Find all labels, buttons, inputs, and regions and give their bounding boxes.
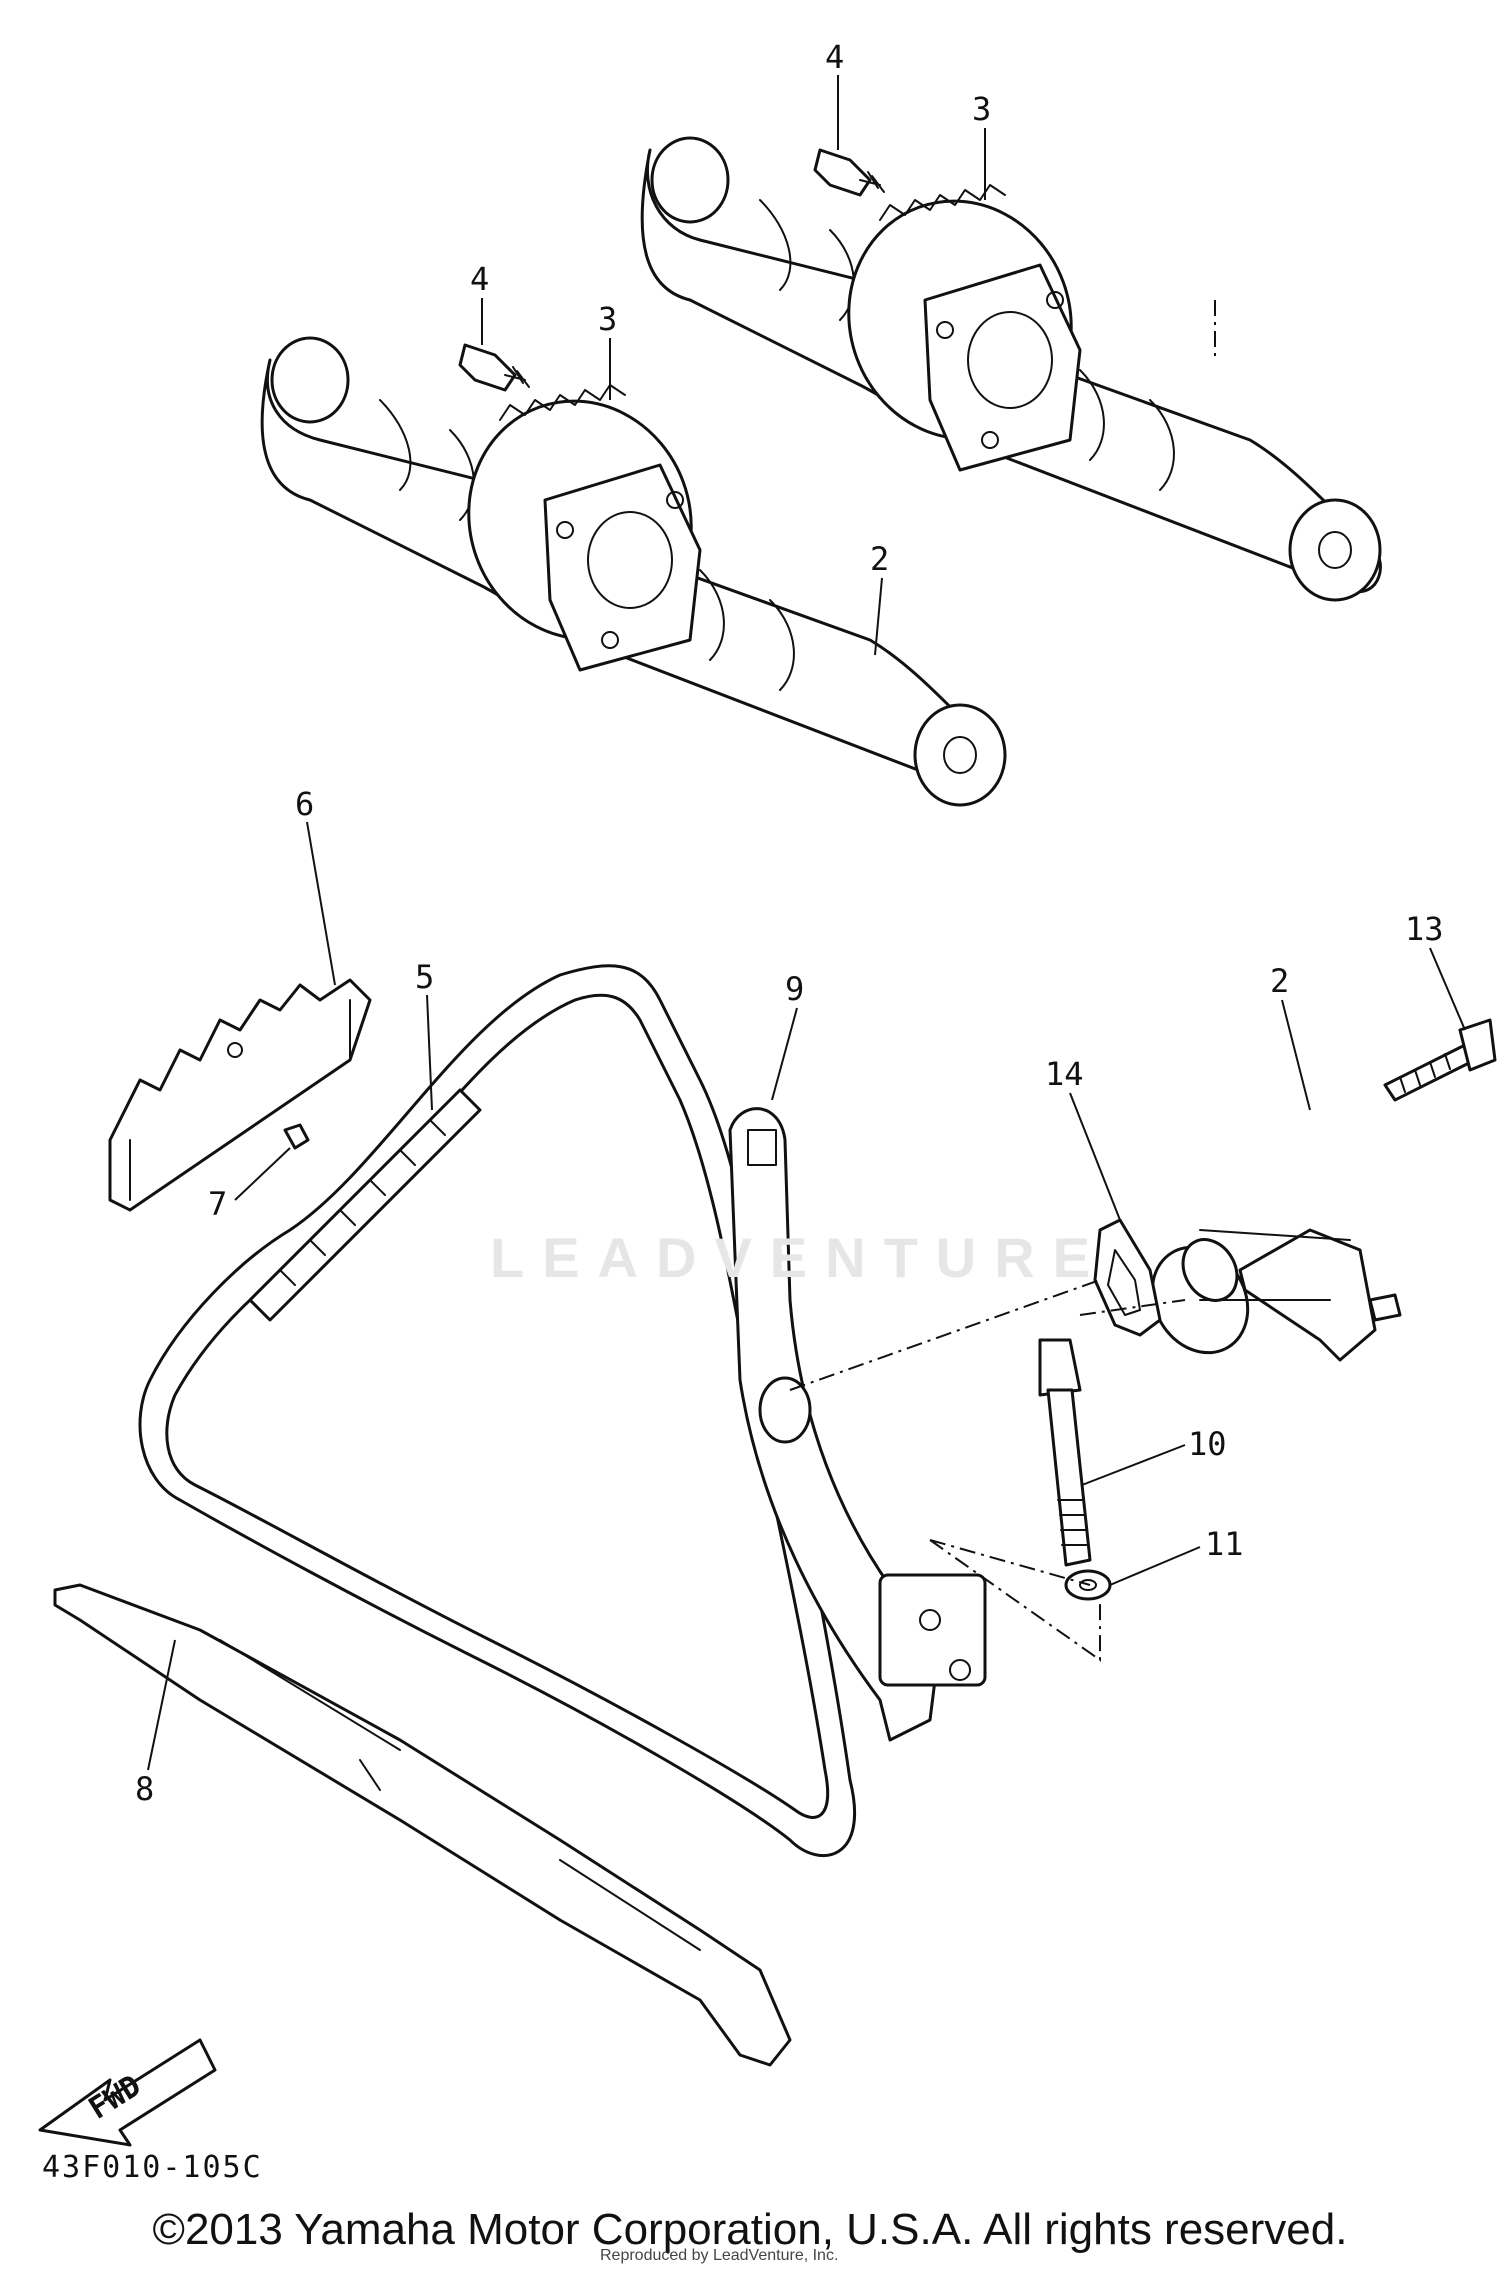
callout-13: 13 [1405,910,1444,948]
callout-9: 9 [785,970,804,1008]
copyright-notice: ©2013 Yamaha Motor Corporation, U.S.A. A… [152,2205,1348,2254]
chain-guide-upper [108,978,372,1212]
callout-4: 4 [470,260,489,298]
callout-5: 5 [415,958,434,996]
assembly-line-tensioner [789,1279,1101,1391]
camshaft-lower [260,336,1007,807]
reproduced-note: Reproduced by LeadVenture, Inc. [600,2247,839,2264]
callout-8: 8 [135,1770,154,1808]
assembly-line-gasket [1079,1299,1186,1316]
guide-pivot-bolt [1038,1338,1092,1567]
callout-14: 14 [1045,1055,1084,1093]
watermark: LEADVENTURE [490,1226,1109,1289]
callout-4: 4 [825,38,844,76]
callout-10: 10 [1188,1425,1227,1463]
fwd-arrow-icon [38,2038,217,2147]
assembly-line-pivot [929,1539,1101,1662]
cam-chain-tensioner [1150,1228,1402,1362]
camshaft-upper [640,136,1382,602]
callout-2: 2 [870,540,889,578]
chain-guide-lower [53,1583,792,2067]
callout-7: 7 [208,1185,227,1223]
callout-6: 6 [295,785,314,823]
guide-bolt [283,1123,310,1150]
callout-2: 2 [1270,962,1289,1000]
callout-11: 11 [1205,1525,1244,1563]
callout-3: 3 [598,300,617,338]
tensioner-bolt [1383,1018,1497,1102]
callout-3: 3 [972,90,991,128]
drawing-code: 43F010-105C [42,2150,263,2185]
tensioner-guide [728,1107,987,1742]
